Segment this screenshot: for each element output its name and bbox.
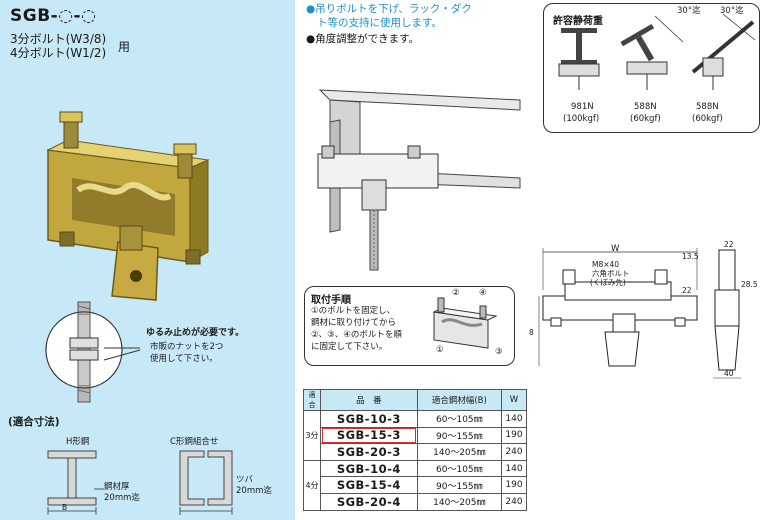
- feature-line-2: ト等の支持に使用します。: [317, 17, 442, 29]
- product-code: SGB-10-3: [320, 410, 418, 428]
- h-beam-label: H形鋼: [66, 437, 90, 447]
- load-1-n: 981N: [571, 102, 594, 112]
- product-photo: [46, 111, 210, 403]
- dim-13-5: 13.5: [682, 252, 699, 261]
- width-w: 140: [501, 459, 527, 478]
- procedure-line-1: ①のボルトを固定し、: [311, 306, 396, 316]
- steel-range: 90～155㎜: [416, 426, 503, 445]
- spec-table: 適合 品 番 適合鋼材幅(B) W 3分 SGB-10-3 60～105㎜ 14…: [303, 389, 527, 511]
- load-3-kgf: (60kgf): [692, 114, 723, 124]
- allowable-load-title: 許容静荷重: [553, 16, 603, 27]
- col-header-w: W: [501, 389, 527, 411]
- load-1-kgf: (100kgf): [563, 114, 600, 124]
- bolt-spec-line-1: M8×40: [592, 260, 620, 269]
- dim-28-5: 28.5: [741, 280, 758, 289]
- col-header-range: 適合鋼材幅(B): [416, 389, 503, 411]
- table-header-row: 適合 品 番 適合鋼材幅(B) W: [303, 389, 527, 411]
- dims-heading: (適合寸法): [8, 416, 60, 428]
- product-code-highlighted: SGB-15-3: [320, 426, 418, 445]
- col-header-group: 適合: [303, 389, 321, 411]
- load-2-kgf: (60kgf): [630, 114, 661, 124]
- steel-range: 140～205㎜: [416, 443, 503, 461]
- dim-22-top: 22: [724, 240, 734, 249]
- col-header-code: 品 番: [320, 389, 418, 411]
- table-row: SGB-15-4 90～155㎜ 190: [304, 476, 527, 494]
- table-row: SGB-15-3 90～155㎜ 190: [304, 426, 527, 445]
- installation-illustration: [317, 89, 521, 271]
- c-beam-diagram: [179, 450, 233, 515]
- feature-line-1: ●吊りボルトを下げ、ラック・ダク: [306, 3, 472, 15]
- feature-line-3: ●角度調整ができます。: [306, 33, 420, 45]
- product-code: SGB-15-4: [320, 476, 418, 494]
- step-4-marker: ④: [479, 288, 487, 298]
- step-3-marker: ③: [495, 347, 503, 357]
- c-beam-label: C形鋼組合せ: [170, 437, 219, 447]
- steel-range: 60～105㎜: [416, 459, 503, 478]
- nut-note-2: 使用して下さい。: [150, 354, 218, 364]
- bolt-spec-line-3: (くぼみ先): [590, 278, 626, 287]
- width-w: 190: [501, 476, 527, 494]
- flange-1: ツバ: [236, 475, 254, 485]
- step-2-marker: ②: [452, 288, 460, 298]
- flange-2: 20mm迄: [236, 486, 272, 496]
- bolt-spec-4bu: 4分ボルト(W1/2): [10, 46, 107, 60]
- angle-label-1: 30°迄: [677, 6, 701, 16]
- note-arrow: [103, 347, 141, 361]
- dim-b-text: B: [62, 503, 68, 512]
- steel-range: 140～205㎜: [416, 492, 503, 511]
- steel-thickness-2: 20mm迄: [104, 493, 140, 503]
- bolt-spec-3bu: 3分ボルト(W3/8): [10, 32, 107, 46]
- width-w: 240: [501, 443, 527, 461]
- load-3-n: 588N: [696, 102, 719, 112]
- loosen-note: ゆるみ止めが必要です。: [146, 328, 245, 338]
- dim-w: W: [611, 244, 620, 254]
- width-w: 190: [501, 426, 527, 445]
- load-diagrams: [558, 13, 756, 90]
- steel-range: 90～155㎜: [416, 476, 503, 494]
- steel-range: 60～105㎜: [416, 410, 503, 428]
- dim-8: 8: [529, 328, 534, 337]
- product-code: SGB-20-4: [320, 492, 418, 511]
- h-beam-dim-b: B: [24, 503, 67, 512]
- product-panel: SGB-◌-◌ 3分ボルト(W3/8) 4分ボルト(W1/2) 用: [0, 0, 295, 520]
- bolt-spec-line-2: 六角ボルト: [592, 269, 630, 278]
- width-w: 140: [501, 410, 527, 428]
- procedure-title: 取付手順: [311, 295, 351, 306]
- width-w: 240: [501, 492, 527, 511]
- table-row: 3分 SGB-10-3 60～105㎜ 140: [303, 410, 527, 461]
- nut-note-1: 市販のナットを2つ: [150, 342, 224, 352]
- dim-22-side: 22: [682, 286, 692, 295]
- h-beam-diagram: [47, 450, 104, 515]
- procedure-line-4: に固定して下さい。: [311, 342, 388, 352]
- table-row: SGB-20-4 140～205㎜ 240: [304, 492, 527, 511]
- dimension-drawing: [538, 248, 741, 379]
- table-row: 4分 SGB-10-4 60～105㎜ 140: [303, 459, 527, 511]
- bolt-spec-suffix: 用: [118, 40, 131, 54]
- angle-label-2: 30°迄: [720, 6, 744, 16]
- table-row: SGB-20-3 140～205㎜ 240: [304, 443, 527, 461]
- group-3bu: 3分: [303, 410, 321, 461]
- steel-thickness-1: 鋼材厚: [104, 482, 130, 492]
- procedure-line-3: ②、③、④のボルトを順: [311, 330, 402, 340]
- product-code: SGB-10-4: [320, 459, 418, 478]
- group-4bu: 4分: [303, 459, 321, 511]
- load-2-n: 588N: [634, 102, 657, 112]
- product-code: SGB-20-3: [320, 443, 418, 461]
- nut-detail-circle: [45, 311, 123, 389]
- procedure-diagram: [432, 297, 498, 349]
- product-title: SGB-◌-◌: [10, 6, 97, 26]
- procedure-line-2: 鋼材に取り付けてから: [311, 318, 397, 328]
- step-1-marker: ①: [436, 345, 444, 355]
- dim-40: 40: [724, 369, 734, 378]
